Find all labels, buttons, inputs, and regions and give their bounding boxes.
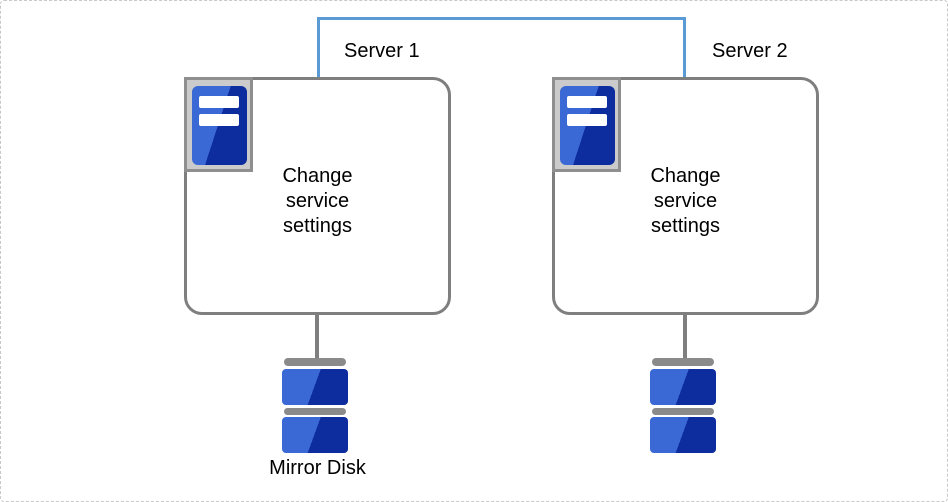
disk-cap — [284, 358, 346, 366]
disk-cap — [652, 358, 714, 366]
disk-platter — [282, 369, 348, 405]
server-icon — [552, 77, 621, 172]
server2-node: Server 2 Change service settings — [552, 1, 819, 501]
server-tower-shape — [560, 86, 615, 165]
server-slot-bar — [199, 96, 239, 108]
server2-label: Server 2 — [712, 40, 788, 62]
server-slot-bar — [199, 114, 239, 126]
server-slot-bar — [567, 114, 607, 126]
server-icon — [184, 77, 253, 172]
disk-platter — [650, 417, 716, 453]
disk-platter — [282, 417, 348, 453]
server1-disk-connector — [315, 313, 319, 360]
disk-cap — [652, 408, 714, 415]
disk-platter — [650, 369, 716, 405]
mirror-disk-icon — [650, 358, 716, 454]
interconnect-link — [317, 17, 686, 77]
server2-action-text: Change service settings — [650, 165, 721, 237]
server1-action-text: Change service settings — [282, 165, 353, 237]
server2-disk-connector — [683, 313, 687, 360]
disk-cap — [284, 408, 346, 415]
server-slot-bar — [567, 96, 607, 108]
server1-label: Server 1 — [344, 40, 420, 62]
server-tower-shape — [192, 86, 247, 165]
mirror-disk-label: Mirror Disk — [269, 457, 366, 479]
server1-node: Server 1 Change service settings Mirror … — [184, 1, 451, 501]
mirror-disk-icon — [282, 358, 348, 454]
